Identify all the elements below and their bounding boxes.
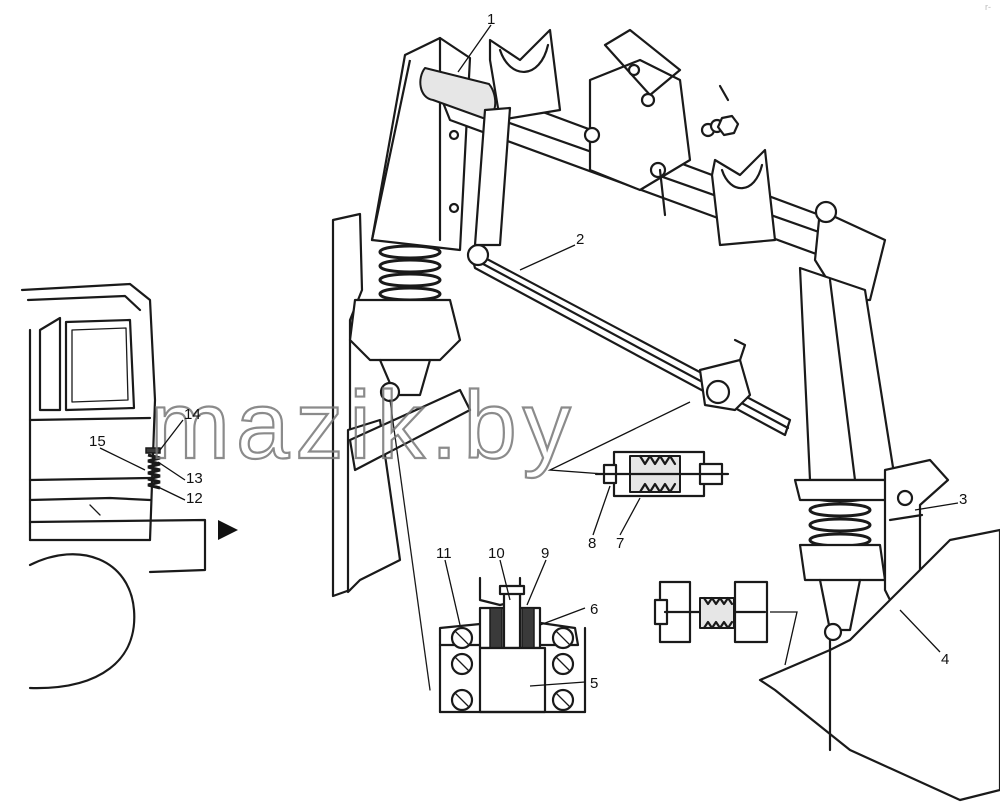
truck-cab-drawing bbox=[20, 282, 238, 690]
callout-10: 10 bbox=[488, 545, 505, 562]
callouts: 1 2 3 4 5 6 7 8 9 10 11 12 13 bbox=[89, 11, 967, 692]
callout-1: 1 bbox=[487, 11, 495, 28]
callout-12: 12 bbox=[186, 490, 203, 507]
callout-5: 5 bbox=[590, 675, 598, 692]
callout-9: 9 bbox=[541, 545, 549, 562]
callout-8: 8 bbox=[588, 535, 596, 552]
callout-6: 6 bbox=[590, 601, 598, 618]
bushing-detail-7-8 bbox=[547, 401, 730, 498]
stabilizer-bar-drawing bbox=[466, 106, 792, 437]
callout-11: 11 bbox=[436, 545, 452, 562]
bolt-detail-right bbox=[653, 580, 798, 666]
right-support-drawing bbox=[758, 266, 1000, 802]
corner-mark: r- bbox=[985, 2, 991, 12]
callout-14: 14 bbox=[184, 406, 201, 423]
callout-13: 13 bbox=[186, 470, 203, 487]
watermark-text: mazik.by bbox=[150, 372, 577, 479]
callout-7: 7 bbox=[616, 535, 624, 552]
callout-15: 15 bbox=[89, 433, 106, 450]
view-arrow-icon bbox=[218, 520, 238, 540]
left-support-drawing bbox=[331, 36, 472, 691]
callout-2: 2 bbox=[576, 231, 584, 248]
callout-4: 4 bbox=[941, 651, 949, 668]
callout-3: 3 bbox=[959, 491, 967, 508]
spring-seat-section bbox=[438, 576, 587, 714]
